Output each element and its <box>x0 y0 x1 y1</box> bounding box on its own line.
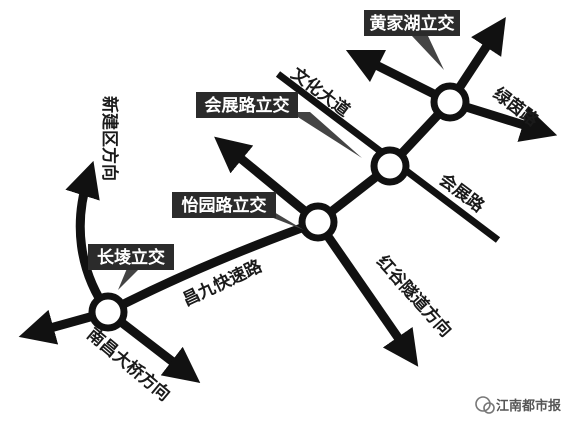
label-huizhanlu: 会展路立交 <box>205 95 290 116</box>
label-yiyuanlu: 怡园路立交 <box>182 195 267 216</box>
callout-huangjiahu-pointer <box>412 36 444 70</box>
label-box-huizhanlu <box>196 92 298 118</box>
node-huangjiahu <box>430 82 470 122</box>
road-label-hongguming: 红谷隧道方向 <box>372 251 456 341</box>
label-box-changleng <box>88 244 174 270</box>
watermark-text: 江南都市报 <box>496 398 562 414</box>
label-huangjiahu: 黄家湖立交 <box>370 13 455 34</box>
road-label-nanchang: 南昌大桥方向 <box>83 324 175 406</box>
arrow-hongguming <box>314 219 419 367</box>
callout-huizhan-pointer <box>290 112 362 158</box>
node-changleng <box>88 292 128 332</box>
road-label-xinjian: 新建区方向 <box>99 96 120 181</box>
label-changleng: 长堎立交 <box>97 247 165 268</box>
node-yiyuan <box>298 202 338 242</box>
wechat-icon <box>475 396 491 412</box>
node-huizhan <box>370 146 410 186</box>
callout-changleng-pointer <box>118 266 142 290</box>
label-box-yiyuanlu <box>172 192 276 218</box>
wechat-icon-dot <box>483 402 495 414</box>
label-box-huangjiahu <box>364 10 460 36</box>
